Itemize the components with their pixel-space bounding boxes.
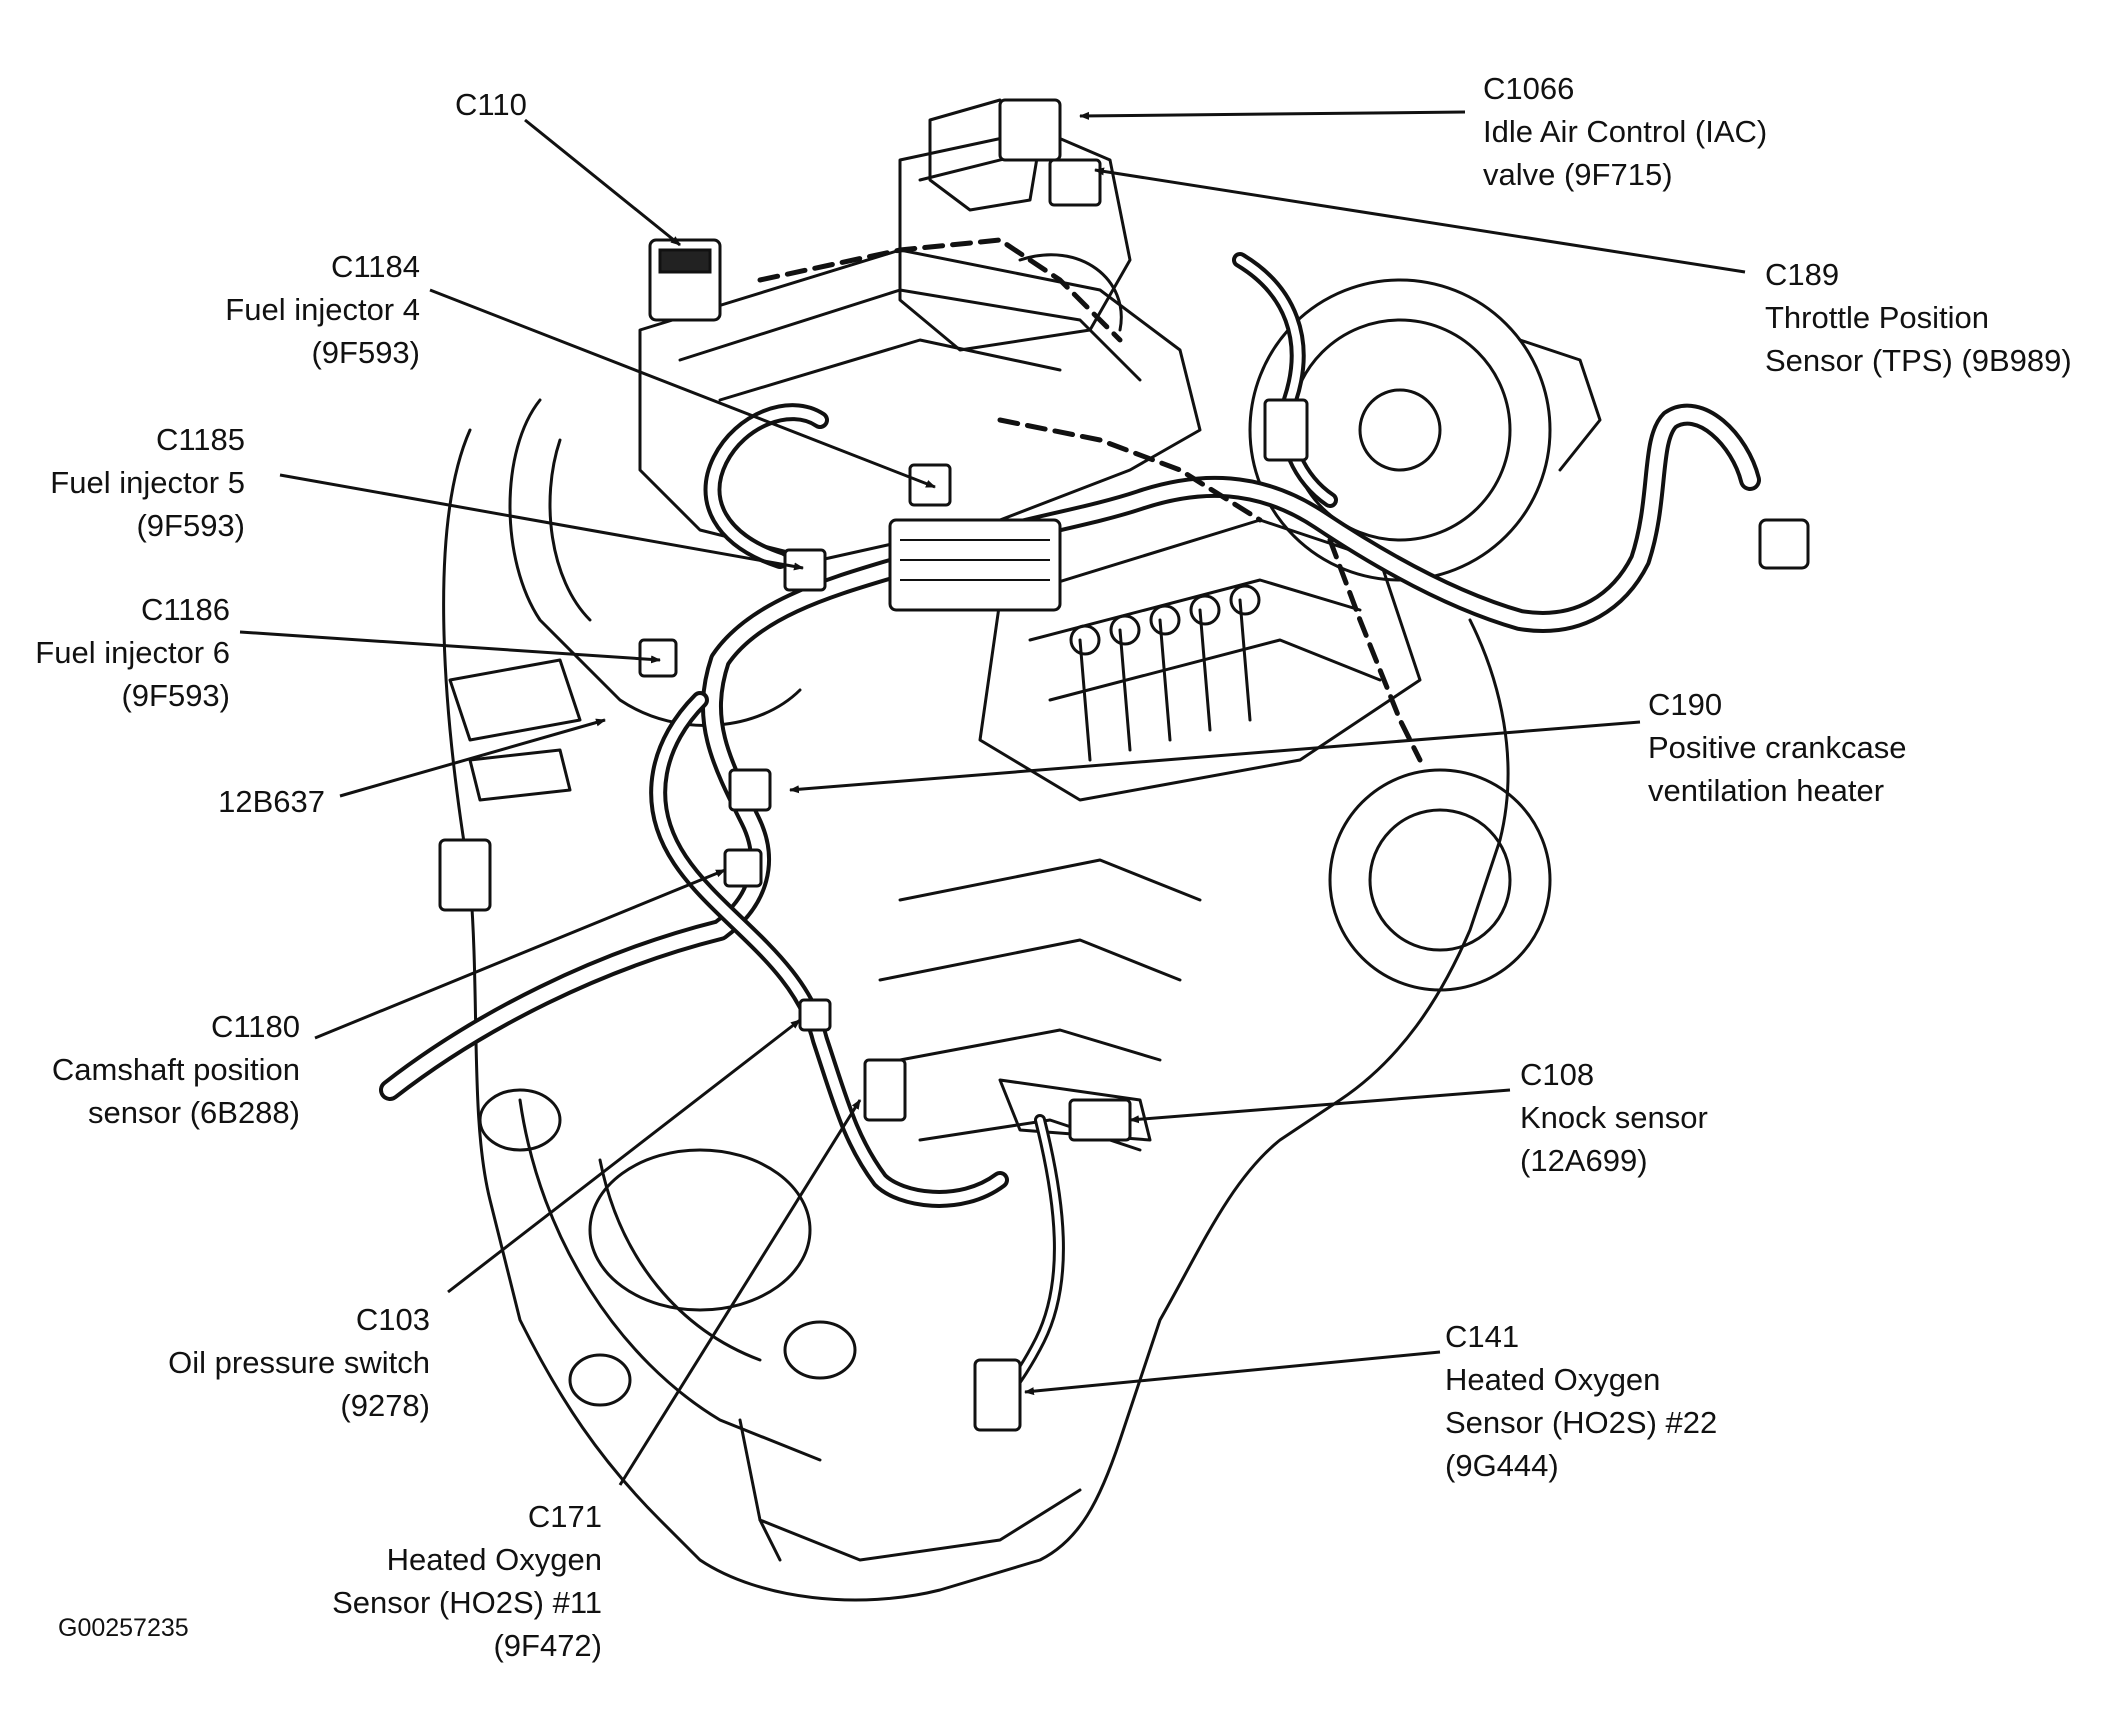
callout-c1184: C1184 Fuel injector 4 (9F593) (180, 245, 420, 374)
callout-line: Positive crankcase (1648, 730, 1907, 765)
callout-line: C1066 (1483, 71, 1575, 106)
callout-line: (9F472) (493, 1628, 602, 1663)
callout-line: C1186 (140, 592, 230, 627)
callout-line: sensor (6B288) (88, 1095, 300, 1130)
callout-c103: C103 Oil pressure switch (9278) (130, 1298, 430, 1427)
callout-line: C171 (527, 1499, 602, 1534)
leader-c110 (524, 118, 681, 247)
callout-line: valve (9F715) (1483, 157, 1673, 192)
callout-line: Sensor (TPS) (9B989) (1765, 343, 2072, 378)
callout-line: Fuel injector 4 (225, 292, 420, 327)
callout-line: Sensor (HO2S) #22 (1445, 1405, 1718, 1440)
callout-line: (9F593) (121, 678, 230, 713)
leader-c108 (1129, 1088, 1511, 1124)
callout-c190: C190 Positive crankcase ventilation heat… (1648, 683, 1906, 812)
callout-c1186: C1186 Fuel injector 6 (9F593) (20, 588, 230, 717)
leader-c1186 (239, 630, 661, 664)
leader-c1066 (1079, 110, 1466, 120)
leader-c189 (1094, 167, 1746, 274)
callout-c108: C108 Knock sensor (12A699) (1520, 1053, 1708, 1182)
leader-c1180 (314, 868, 726, 1040)
leader-c1185 (279, 473, 804, 571)
callout-line: C103 (355, 1302, 430, 1337)
callout-line: Oil pressure switch (168, 1345, 430, 1380)
callout-c189: C189 Throttle Position Sensor (TPS) (9B9… (1765, 253, 2072, 382)
callout-line: (9F593) (311, 335, 420, 370)
callout-line: C1184 (330, 249, 420, 284)
callout-line: (9G444) (1445, 1448, 1559, 1483)
callout-line: Fuel injector 6 (35, 635, 230, 670)
connectors (438, 98, 1810, 1432)
leader-12b637 (339, 718, 606, 798)
callout-c141: C141 Heated Oxygen Sensor (HO2S) #22 (9G… (1445, 1315, 1717, 1487)
callout-line: ventilation heater (1648, 773, 1885, 808)
callout-line: Camshaft position (51, 1052, 300, 1087)
callout-c1180: C1180 Camshaft position sensor (6B288) (30, 1005, 300, 1134)
callout-line: Throttle Position (1765, 300, 1989, 335)
callout-12b637: 12B637 (180, 780, 325, 823)
figure-id: G00257235 (58, 1614, 189, 1642)
leader-c1184 (429, 288, 936, 489)
callout-line: C110 (455, 87, 527, 122)
callout-line: C141 (1445, 1319, 1520, 1354)
callout-line: Fuel injector 5 (50, 465, 245, 500)
leader-c171 (618, 1099, 862, 1486)
callout-c1185: C1185 Fuel injector 5 (9F593) (20, 418, 245, 547)
callout-line: C189 (1765, 257, 1840, 292)
leader-c190 (789, 720, 1641, 794)
callout-line: Heated Oxygen (386, 1542, 602, 1577)
leader-lines (239, 110, 1746, 1486)
callout-line: C1180 (210, 1009, 300, 1044)
callout-line: C190 (1648, 687, 1723, 722)
engine-block (442, 98, 1602, 1602)
callout-c171: C171 Heated Oxygen Sensor (HO2S) #11 (9F… (300, 1495, 602, 1667)
callout-line: C1185 (155, 422, 245, 457)
callout-line: Knock sensor (1520, 1100, 1708, 1135)
callout-line: Heated Oxygen (1445, 1362, 1661, 1397)
callout-line: Idle Air Control (IAC) (1483, 114, 1768, 149)
leader-c103 (447, 1018, 801, 1294)
callout-line: (9278) (340, 1388, 430, 1423)
wiring-harness (379, 237, 1761, 1426)
callout-line: (9F593) (136, 508, 245, 543)
callout-line: C108 (1520, 1057, 1595, 1092)
callout-line: 12B637 (218, 784, 325, 819)
callout-c110: C110 (455, 83, 527, 126)
callout-line: Sensor (HO2S) #11 (332, 1585, 602, 1620)
callout-line: (12A699) (1520, 1143, 1648, 1178)
leader-c141 (1024, 1350, 1441, 1396)
callout-c1066: C1066 Idle Air Control (IAC) valve (9F71… (1483, 67, 1767, 196)
